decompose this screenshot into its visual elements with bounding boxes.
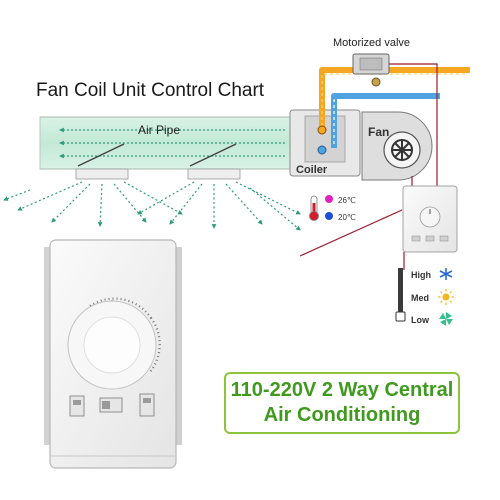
diffuser-right bbox=[187, 143, 241, 180]
speed-low-label: Low bbox=[411, 315, 429, 325]
diagram-title: Fan Coil Unit Control Chart bbox=[36, 80, 265, 101]
pipe-joint-cold bbox=[317, 145, 327, 155]
airflow-arrows-duct bbox=[59, 127, 285, 159]
hot-water-pipe bbox=[319, 67, 470, 130]
diffuser-left bbox=[75, 143, 129, 180]
snowflake-icon bbox=[439, 268, 453, 280]
airflow-arrows-down bbox=[3, 181, 301, 231]
mode-switch bbox=[69, 395, 85, 417]
fan-unit bbox=[361, 111, 433, 181]
temperature-dial bbox=[67, 297, 161, 390]
sun-icon bbox=[438, 289, 454, 305]
cold-water-pipe bbox=[331, 93, 440, 148]
motorized-valve bbox=[352, 53, 390, 87]
speed-med-label: Med bbox=[411, 293, 429, 303]
power-switch bbox=[99, 397, 123, 413]
coiler-unit bbox=[289, 109, 361, 177]
banner-line-1: 110-220V 2 Way Central bbox=[230, 379, 454, 401]
fan-label: Fan bbox=[368, 125, 390, 139]
temp-cold-label: 20℃ bbox=[338, 213, 356, 222]
pinwheel-icon bbox=[439, 312, 453, 326]
thermostat-panel bbox=[44, 239, 182, 469]
thermostat-small bbox=[402, 185, 458, 253]
pipe-joint-hot bbox=[317, 125, 327, 135]
thermometer-icon bbox=[309, 195, 319, 221]
banner-line-2: Air Conditioning bbox=[263, 404, 421, 426]
air-pipe-label: Air Pipe bbox=[138, 123, 181, 137]
speed-high-label: High bbox=[411, 270, 431, 280]
temp-cold-dot bbox=[325, 212, 333, 220]
product-banner: 110-220V 2 Way Central Air Conditioning bbox=[224, 372, 460, 434]
fan-icon bbox=[391, 139, 413, 161]
temp-hot-dot bbox=[325, 195, 333, 203]
temp-hot-label: 26℃ bbox=[338, 196, 356, 205]
fan-speed-switch bbox=[139, 393, 155, 417]
control-wiring bbox=[299, 63, 438, 270]
coiler-label: Coiler bbox=[296, 164, 328, 176]
motorized-valve-label: Motorized valve bbox=[333, 37, 411, 49]
speed-bar bbox=[395, 268, 406, 322]
